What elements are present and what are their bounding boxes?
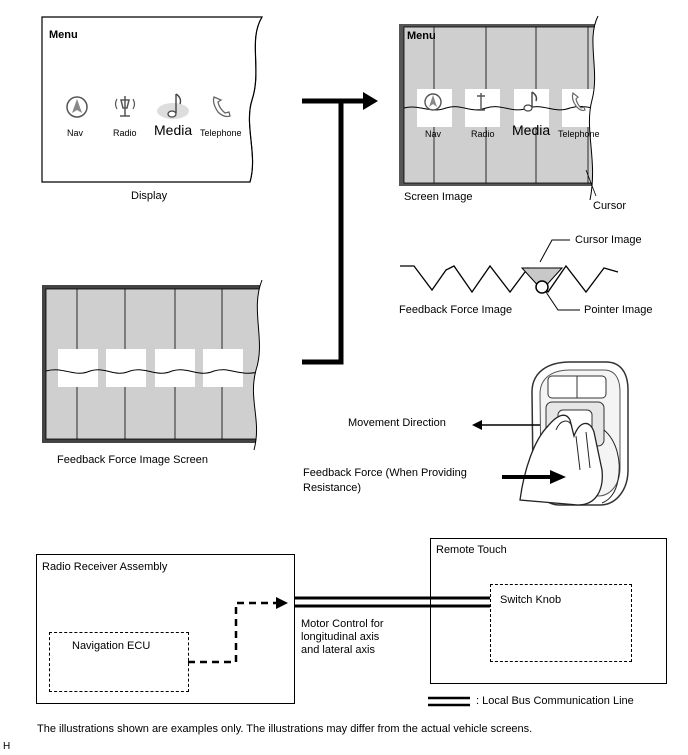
- radio-receiver-assembly-box: [36, 554, 295, 704]
- screen-item-nav: Nav: [425, 129, 442, 139]
- screen-item-media: Media: [512, 122, 551, 138]
- connector-arrow: [302, 92, 378, 365]
- navigation-ecu-label: Navigation ECU: [72, 640, 151, 652]
- cursor-image-label: Cursor Image: [575, 234, 642, 246]
- screen-item-telephone: Telephone: [558, 129, 600, 139]
- remote-touch-box: [430, 538, 667, 684]
- feedback-force-label-line1: Feedback Force (When Providing: [303, 467, 467, 479]
- display-item-nav: Nav: [67, 128, 84, 138]
- feedback-screen-panel: [42, 279, 300, 451]
- feedback-force-wave: [400, 239, 619, 311]
- display-item-media: Media: [154, 122, 193, 138]
- display-item-telephone: Telephone: [200, 128, 242, 138]
- radio-icon: [114, 96, 136, 117]
- cursor-label: Cursor: [593, 200, 627, 212]
- screen-image-caption: Screen Image: [404, 191, 473, 203]
- screen-menu-title: Menu: [407, 30, 436, 42]
- display-item-radio: Radio: [113, 128, 137, 138]
- display-caption: Display: [131, 190, 168, 202]
- screen-item-radio: Radio: [471, 129, 495, 139]
- motor-control-label-line2: longitudinal axis: [301, 631, 380, 643]
- media-icon: [157, 93, 189, 119]
- feedback-force-image-label: Feedback Force Image: [399, 304, 513, 316]
- feedback-screen-caption: Feedback Force Image Screen: [57, 454, 209, 466]
- switch-knob-box: [490, 584, 632, 662]
- corner-mark: H: [3, 741, 11, 752]
- footnote: The illustrations shown are examples onl…: [37, 723, 533, 735]
- motor-control-label-line1: Motor Control for: [301, 618, 384, 630]
- block-diagram: [188, 596, 490, 707]
- display-menu-title: Menu: [49, 29, 78, 41]
- legend-label: : Local Bus Communication Line: [476, 695, 634, 707]
- radio-receiver-label: Radio Receiver Assembly: [42, 561, 168, 573]
- pointer-image-circle: [535, 280, 549, 294]
- motor-control-label-line3: and lateral axis: [301, 644, 375, 656]
- movement-direction-label: Movement Direction: [348, 417, 446, 429]
- display-panel: [41, 16, 264, 183]
- telephone-icon: [212, 96, 231, 118]
- pointer-image-label: Pointer Image: [584, 304, 653, 316]
- switch-knob-label: Switch Knob: [500, 594, 562, 606]
- cursor-image-triangle: [520, 267, 564, 291]
- remote-touch-label: Remote Touch: [436, 544, 507, 556]
- navigation-ecu-box: [49, 632, 189, 692]
- screen-image-panel: [399, 15, 688, 201]
- remote-touch-knob-illustration: [519, 361, 629, 506]
- nav-icon: [66, 96, 88, 118]
- feedback-force-label-line2: Resistance): [303, 482, 362, 494]
